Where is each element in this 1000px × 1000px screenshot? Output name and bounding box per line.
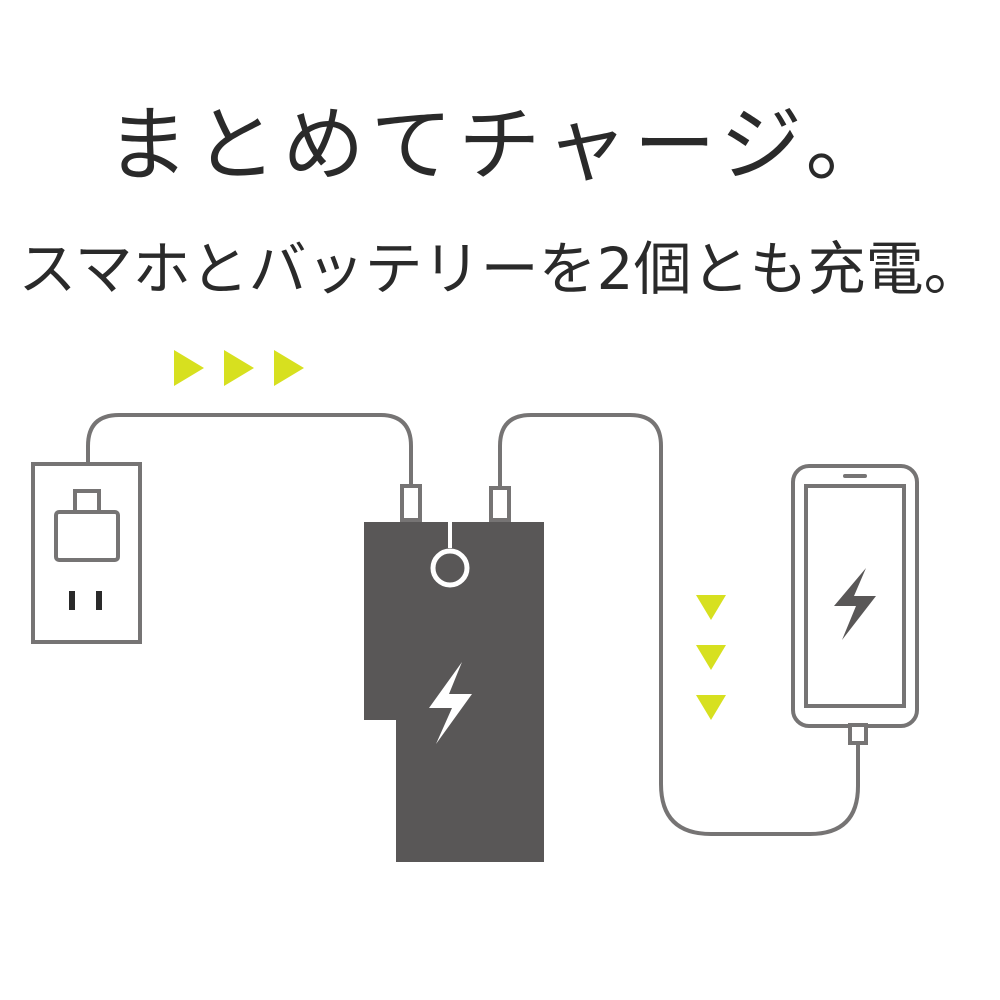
arrow-right-2 bbox=[224, 350, 254, 386]
arrow-right-1 bbox=[174, 350, 204, 386]
arrow-down-2 bbox=[696, 645, 726, 670]
cable-wall-to-battery bbox=[86, 413, 413, 492]
outlet-slot-right bbox=[96, 591, 102, 610]
cable-battery-to-phone bbox=[498, 413, 860, 836]
power-bank-icon bbox=[364, 522, 544, 862]
outlet-slot-left bbox=[69, 591, 75, 610]
flow-arrows-down bbox=[696, 595, 726, 720]
page-subtitle: スマホとバッテリーを2個とも充電。 bbox=[18, 235, 982, 303]
smartphone-icon bbox=[791, 464, 919, 745]
arrow-right-3 bbox=[274, 350, 304, 386]
power-button-icon bbox=[430, 548, 470, 588]
plug-adapter-icon bbox=[54, 489, 120, 562]
arrow-down-3 bbox=[696, 695, 726, 720]
arrow-down-1 bbox=[696, 595, 726, 620]
page-title: まとめてチャージ。 bbox=[106, 98, 894, 193]
lightning-bolt-icon bbox=[429, 662, 472, 744]
phone-lightning-bolt-icon bbox=[834, 568, 876, 640]
usb-connector-input bbox=[400, 484, 422, 522]
phone-usb-plug bbox=[848, 723, 868, 745]
usb-connector-output bbox=[489, 486, 511, 522]
flow-arrows-right bbox=[174, 350, 304, 386]
